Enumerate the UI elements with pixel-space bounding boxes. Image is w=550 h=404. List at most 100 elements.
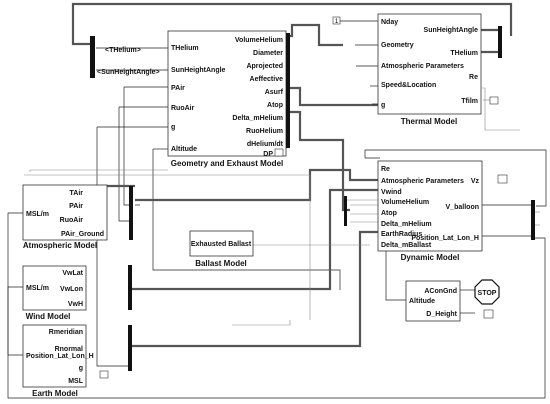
vz-scope-icon[interactable] bbox=[497, 174, 508, 184]
w5 bbox=[232, 320, 291, 326]
geo-out-delta: Delta_mHelium bbox=[232, 115, 283, 122]
geo-out-ruohelium: RuoHelium bbox=[246, 128, 283, 135]
geo-in-thelium: THelium bbox=[171, 45, 199, 52]
dyn-in-bus-bar bbox=[344, 196, 347, 226]
th-in-atm: Atmospheric Parameters bbox=[381, 63, 464, 70]
th-out-re: Re bbox=[469, 74, 478, 81]
earth-out-rmeridian: Rmeridian bbox=[49, 329, 83, 336]
wind-block[interactable]: MSL/m VwLat VwLon VwH Wind Model bbox=[22, 265, 87, 321]
acon-out-dheight: D_Height bbox=[426, 311, 457, 318]
dyn-in-earth: EarthRadius bbox=[381, 231, 422, 238]
delta-bus bbox=[287, 110, 350, 212]
dyn-in-volume: VolumeHelium bbox=[381, 199, 429, 206]
msl-scope-icon[interactable] bbox=[99, 370, 109, 379]
wire-g-v bbox=[96, 127, 132, 367]
dyn-bottom-loop bbox=[7, 237, 546, 399]
re-loop bbox=[482, 87, 520, 131]
atm-bus bbox=[135, 168, 380, 202]
geo-out-asurf: Asurf bbox=[265, 89, 284, 96]
dyn-out-bus-bar bbox=[531, 200, 535, 240]
th-out-tfilm: Tfilm bbox=[461, 98, 478, 105]
acon-out-acongnd: AConGnd bbox=[424, 288, 457, 295]
dyn-in-atop: Atop bbox=[381, 210, 397, 217]
geo-out-dhelium: dHelium/dt bbox=[247, 141, 284, 148]
dynamic-title: Dynamic Model bbox=[401, 253, 460, 262]
geo-in-ruoair: RuoAir bbox=[171, 105, 195, 112]
feedback-bus-left bbox=[71, 18, 90, 46]
wind-out-vwh: VwH bbox=[68, 301, 83, 308]
atm-out-pair: PAir bbox=[69, 203, 83, 210]
ballast-block[interactable]: Exhausted Ballast Ballast Model bbox=[189, 230, 254, 268]
msl-to-earth bbox=[7, 287, 26, 356]
wind-out-vwlat: VwLat bbox=[62, 270, 83, 277]
geometry-bus bbox=[287, 23, 343, 47]
earth-out-g: g bbox=[79, 365, 83, 372]
alt-acon bbox=[385, 245, 406, 301]
dynamic-block[interactable]: Re Atmospheric Parameters Vwind VolumeHe… bbox=[377, 160, 483, 262]
wind-out-vwlon: VwLon bbox=[60, 286, 83, 293]
atm-out-ruoair: RuoAir bbox=[60, 217, 84, 224]
feedback-bus-top bbox=[71, 2, 513, 36]
geo-scope-icon[interactable] bbox=[274, 148, 284, 157]
atmospheric-block[interactable]: MSL/m TAir PAir RuoAir PAir_Ground Atmos… bbox=[22, 184, 108, 250]
ballast-title: Ballast Model bbox=[195, 259, 247, 268]
dyn-in-atm: Atmospheric Parameters bbox=[381, 178, 464, 185]
geo-out-aprojected: Aprojected bbox=[246, 63, 283, 70]
thermal-block[interactable]: Nday Geometry Atmospheric Parameters Spe… bbox=[377, 13, 482, 126]
wind-in-msl: MSL/m bbox=[26, 285, 49, 292]
region-line bbox=[24, 174, 311, 320]
wind-title: Wind Model bbox=[26, 312, 71, 321]
earth-title: Earth Model bbox=[32, 389, 78, 398]
goto-tag-sunheight: <SunHeightAngle> bbox=[97, 69, 160, 76]
thermal-bus-bar bbox=[498, 26, 502, 58]
stop-block[interactable] bbox=[474, 279, 500, 305]
acon-in-altitude: Altitude bbox=[409, 298, 435, 305]
earth-block[interactable]: Position_Lat_Lon_H Rmeridian Rnormal g M… bbox=[22, 324, 94, 398]
geometry-exhaust-block[interactable]: THelium SunHeightAngle PAir RuoAir g Alt… bbox=[167, 30, 287, 168]
dyn-out-vz: Vz bbox=[471, 178, 480, 185]
dyn-loop bbox=[364, 149, 547, 207]
th-in-speed: Speed&Location bbox=[381, 82, 436, 89]
earth-out-rnormal: Rnormal bbox=[55, 346, 83, 353]
atop-bus bbox=[287, 86, 383, 107]
dyn-out-position: Position_Lat_Lon_H bbox=[411, 235, 479, 242]
region-line-2 bbox=[29, 169, 168, 172]
thermal-title: Thermal Model bbox=[401, 117, 457, 126]
acon-block[interactable]: Altitude AConGnd D_Height bbox=[405, 280, 461, 322]
geo-out-diameter: Diameter bbox=[253, 50, 283, 57]
dyn-out-vballoon: V_balloon bbox=[446, 204, 479, 211]
atm-out-tair: TAir bbox=[70, 190, 84, 197]
msl-to-atm bbox=[7, 212, 26, 287]
geo-out-volume: VolumeHelium bbox=[235, 37, 283, 44]
geo-out-aeffective: Aeffective bbox=[250, 76, 284, 83]
atm-out-pairground: PAir_Ground bbox=[61, 231, 104, 238]
geo-in-g: g bbox=[171, 124, 175, 131]
nday-constant[interactable] bbox=[332, 16, 341, 25]
geo-in-sunheight: SunHeightAngle bbox=[171, 67, 226, 74]
dheight-scope-icon[interactable] bbox=[483, 309, 494, 319]
wire-ruoair-v bbox=[118, 107, 132, 222]
geo-in-pair: PAir bbox=[171, 85, 185, 92]
th-out-thelium: THelium bbox=[450, 50, 478, 57]
dyn-in-re: Re bbox=[381, 166, 390, 173]
wire-alt-v bbox=[152, 149, 341, 290]
earth-bus-bar bbox=[128, 325, 132, 371]
goto-tag-thelium: <THelium> bbox=[105, 47, 141, 54]
nday-constant-value: 1 bbox=[335, 18, 339, 25]
dyn-in-ballast: Delta_mBallast bbox=[381, 242, 432, 249]
geometry-title: Geometry and Exhaust Model bbox=[171, 159, 283, 168]
tfilm-scope-icon[interactable] bbox=[489, 96, 499, 105]
dyn-in-delta: Delta_mHelium bbox=[381, 221, 432, 228]
ballast-inner: Exhausted Ballast bbox=[191, 241, 252, 248]
goto-bus-bar bbox=[90, 36, 95, 78]
dyn-in-vwind: Vwind bbox=[381, 189, 402, 196]
wind-bus-bar bbox=[128, 265, 132, 310]
th-in-nday: Nday bbox=[381, 19, 398, 26]
stop-label: STOP bbox=[478, 290, 497, 297]
th-in-g: g bbox=[381, 102, 385, 109]
atm-bus-bar bbox=[129, 186, 133, 240]
earth-in-pos: Position_Lat_Lon_H bbox=[26, 353, 94, 360]
geo-out-bus-bar bbox=[286, 33, 290, 148]
th-in-geometry: Geometry bbox=[381, 42, 414, 49]
